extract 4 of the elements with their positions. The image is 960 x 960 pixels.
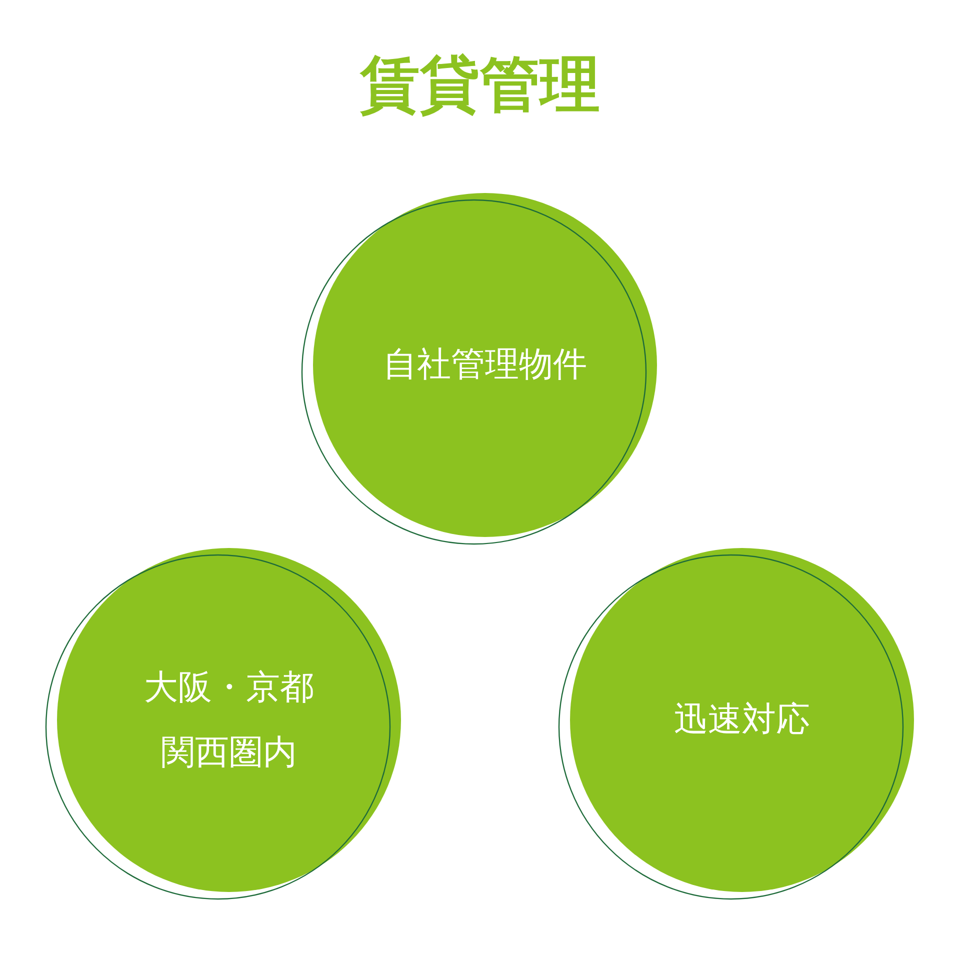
node-label: 大阪・京都関西圏内 — [143, 666, 315, 774]
title: 賃貸管理 — [358, 52, 601, 118]
node-label: 迅速対応 — [673, 698, 811, 742]
node-label: 自社管理物件 — [382, 344, 588, 387]
